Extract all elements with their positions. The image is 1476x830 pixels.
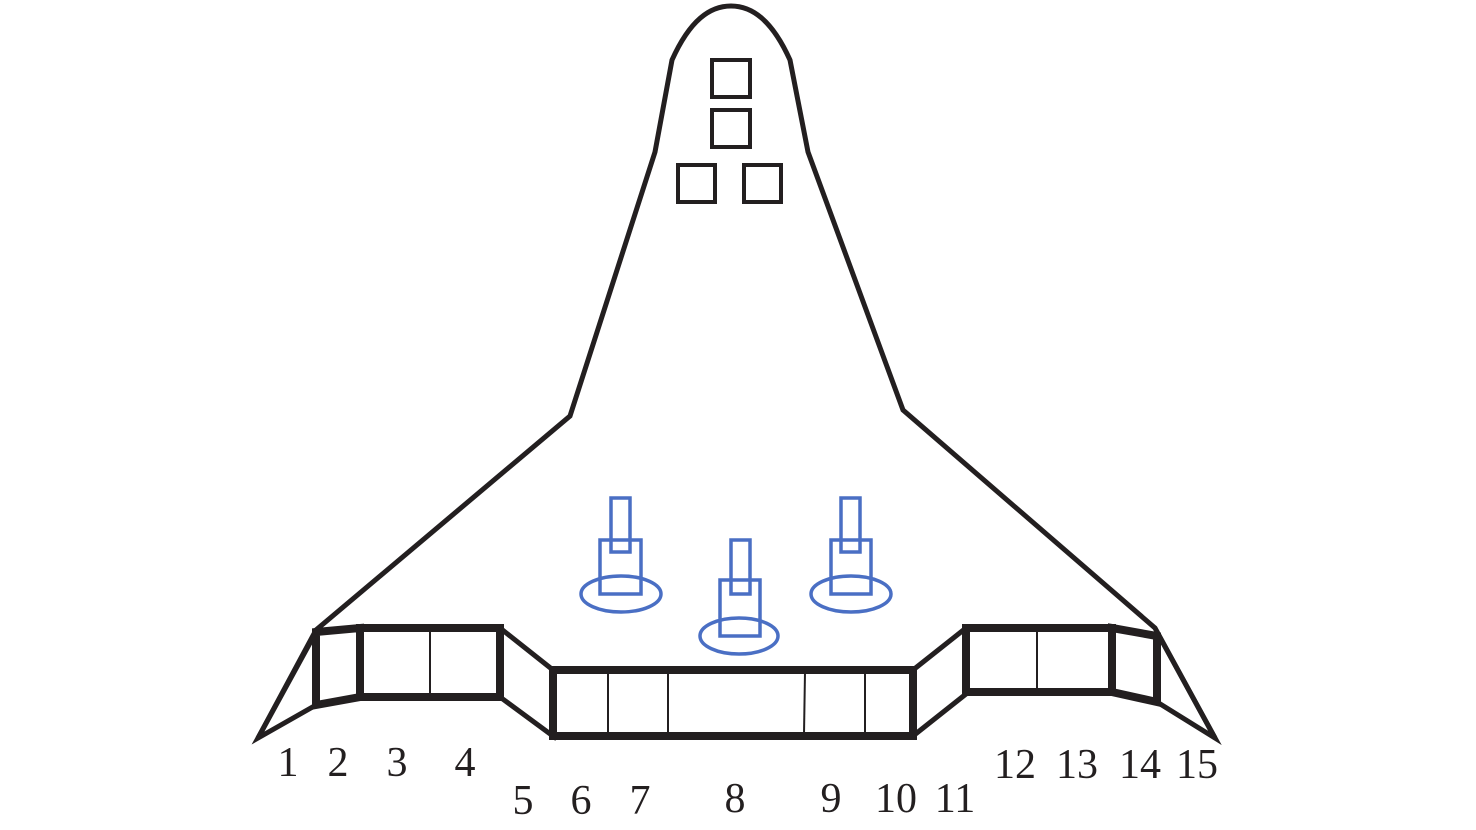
segment-12-13 — [962, 624, 1116, 696]
segments — [251, 623, 1222, 746]
top-squares — [676, 58, 783, 204]
sensor-base — [698, 616, 780, 656]
label-2: 2 — [328, 740, 349, 786]
label-6: 6 — [571, 778, 592, 824]
label-11: 11 — [935, 776, 975, 822]
square-2 — [710, 108, 752, 149]
label-10: 10 — [875, 776, 917, 822]
segment-15 — [1154, 630, 1222, 746]
sensor-left — [579, 496, 663, 614]
square-1 — [710, 58, 752, 99]
sensor-body — [829, 538, 873, 596]
label-8: 8 — [725, 776, 746, 822]
label-15: 15 — [1176, 742, 1218, 788]
segment-1 — [251, 630, 319, 745]
sensor-body — [598, 538, 643, 596]
label-12: 12 — [994, 742, 1036, 788]
square-3 — [676, 163, 717, 204]
segment-14 — [1108, 623, 1161, 707]
segment-2 — [312, 623, 364, 710]
label-9: 9 — [821, 776, 842, 822]
divider-8-9 — [803, 671, 806, 735]
segment-11 — [911, 626, 968, 738]
segment-labels: 1 2 3 4 5 6 7 8 9 10 11 12 13 14 15 — [278, 740, 1219, 824]
segment-5 — [498, 626, 556, 741]
square-4 — [742, 163, 783, 204]
sensor-base — [579, 574, 663, 614]
label-7: 7 — [630, 778, 651, 824]
body-outline — [255, 3, 1218, 740]
sensor-right — [809, 496, 893, 614]
label-1: 1 — [278, 740, 299, 786]
label-14: 14 — [1119, 742, 1161, 788]
sensors — [579, 496, 893, 656]
sensor-stem — [609, 496, 632, 554]
sensor-base — [809, 574, 893, 614]
sensor-middle — [698, 538, 780, 656]
label-4: 4 — [455, 740, 476, 786]
label-5: 5 — [513, 778, 534, 824]
sensor-body — [718, 578, 762, 638]
sensor-stem — [839, 496, 862, 554]
label-13: 13 — [1056, 742, 1098, 788]
sensor-stem — [729, 538, 752, 596]
label-3: 3 — [387, 740, 408, 786]
